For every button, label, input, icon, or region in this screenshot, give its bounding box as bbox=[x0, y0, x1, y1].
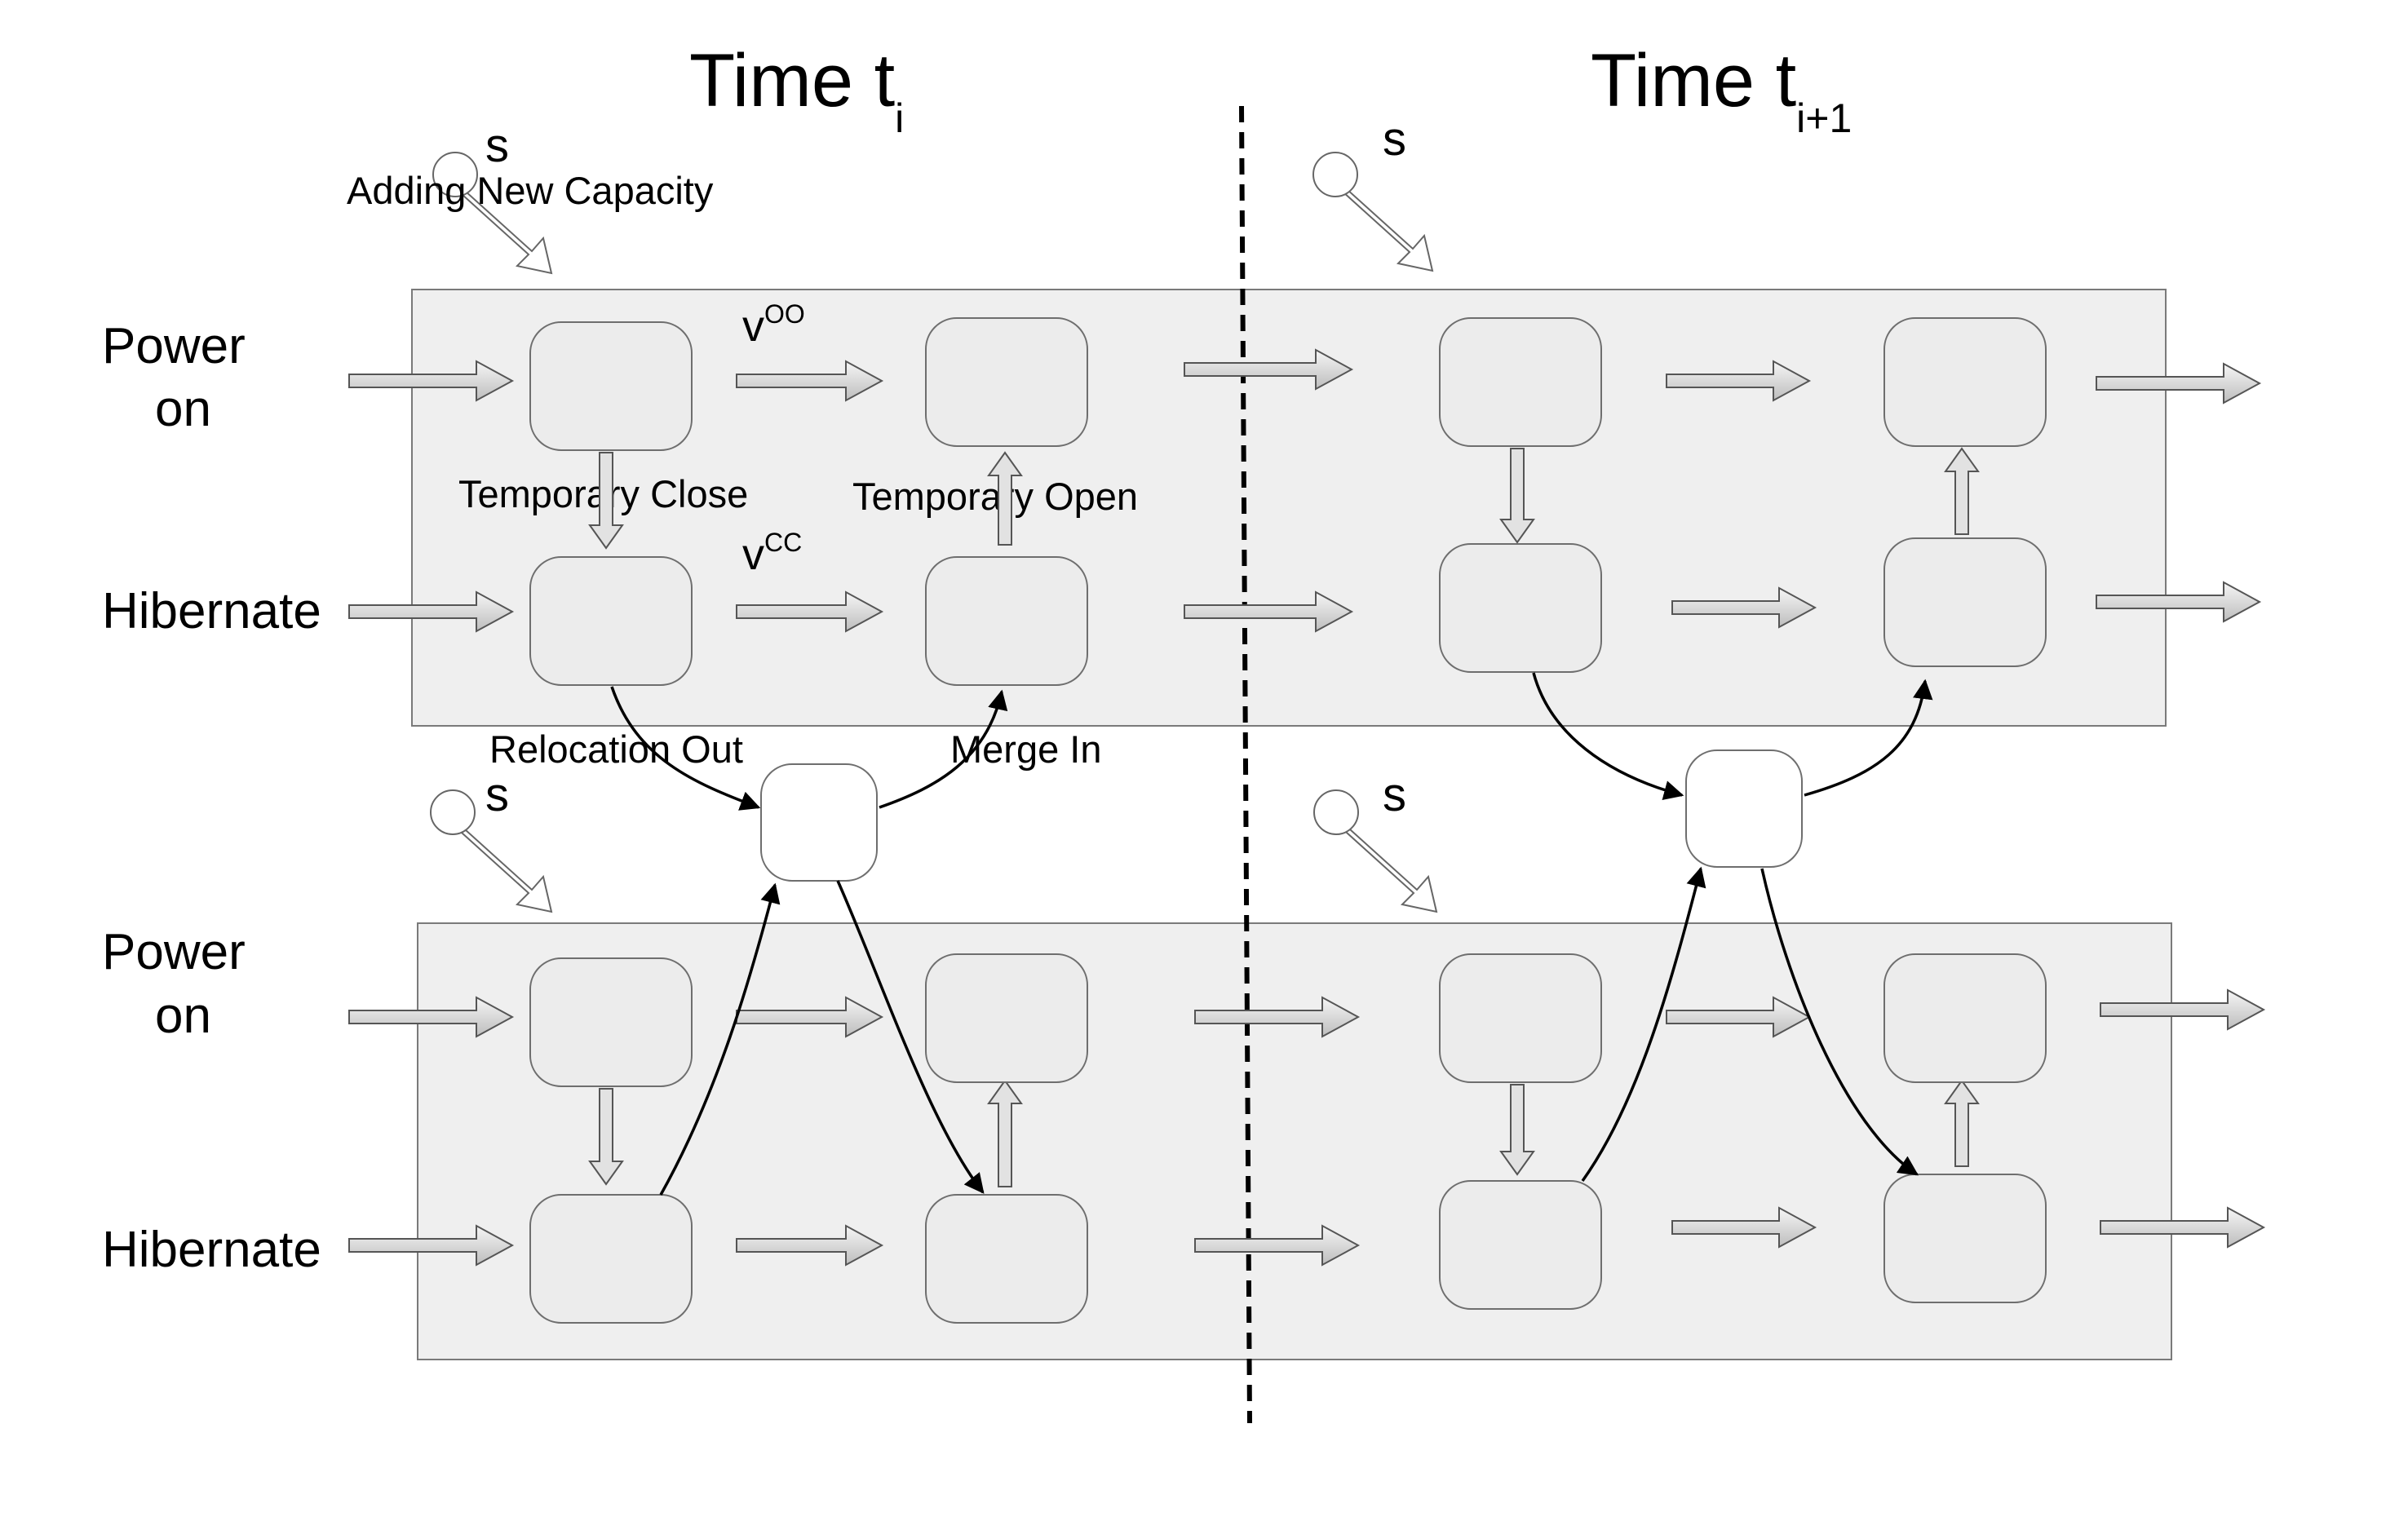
arrow-stay-hibernate bbox=[736, 1224, 884, 1267]
arrow-outflow bbox=[2100, 988, 2266, 1031]
row-label-hibernate: Hibernate bbox=[102, 1222, 321, 1278]
arrow-stay-power-on bbox=[736, 996, 884, 1038]
node-power-on bbox=[925, 953, 1088, 1083]
arrow-outflow bbox=[2100, 1206, 2266, 1249]
arrow-stay-power-on bbox=[1666, 360, 1812, 402]
svg-text:s: s bbox=[485, 768, 509, 821]
arrow-temporary-close bbox=[1499, 1084, 1535, 1176]
node-power-on bbox=[1883, 317, 2047, 447]
arrow-temporary-close bbox=[588, 452, 624, 550]
label-adding-new-capacity: Adding New Capacity bbox=[347, 169, 714, 212]
arrow-inflow bbox=[348, 996, 515, 1038]
merge-in-arrow bbox=[879, 689, 1008, 809]
transition-arrows bbox=[348, 348, 2266, 1267]
row-label-hibernate: Hibernate bbox=[102, 583, 321, 639]
node-power-on bbox=[529, 957, 693, 1087]
arrow-temporary-open bbox=[1944, 447, 1980, 535]
source-arrow-upper-left: s bbox=[432, 119, 553, 275]
relocation-hub-node bbox=[1685, 749, 1803, 868]
state-nodes bbox=[529, 317, 2047, 1324]
relocation-out-arrow bbox=[610, 686, 761, 811]
arrow-stay-hibernate bbox=[736, 590, 884, 633]
arrow-temporary-open bbox=[987, 1079, 1023, 1187]
arrow-outflow bbox=[2096, 581, 2262, 623]
label-v-cc: vCC bbox=[742, 528, 802, 579]
arrow-inflow bbox=[348, 590, 515, 633]
node-hibernate bbox=[1883, 537, 2047, 667]
node-hibernate bbox=[925, 556, 1088, 686]
arrow-temporary-open bbox=[1944, 1079, 1980, 1167]
svg-text:s: s bbox=[1383, 113, 1406, 166]
node-hibernate bbox=[925, 1194, 1088, 1324]
merge-in-arrow bbox=[1760, 868, 1919, 1176]
label-relocation-out: Relocation Out bbox=[489, 727, 743, 771]
node-hibernate bbox=[529, 1194, 693, 1324]
arrow-time-transition bbox=[1194, 996, 1361, 1038]
title-time-ti1: Time ti+1 bbox=[1591, 39, 1852, 141]
arrow-stay-power-on bbox=[736, 360, 884, 402]
relocation-out-arrow bbox=[659, 882, 781, 1196]
arrow-temporary-close bbox=[1499, 448, 1535, 544]
node-hibernate bbox=[529, 556, 693, 686]
arrow-temporary-close bbox=[588, 1088, 624, 1186]
arrow-inflow bbox=[348, 1224, 515, 1267]
relocation-out-arrow bbox=[1532, 672, 1684, 801]
source-arrow-lower-right: s bbox=[1313, 768, 1438, 913]
node-hibernate bbox=[1883, 1174, 2047, 1303]
node-power-on bbox=[925, 317, 1088, 447]
arrow-time-transition bbox=[1184, 348, 1354, 391]
node-power-on bbox=[1883, 953, 2047, 1083]
time-divider bbox=[1239, 105, 1252, 1424]
merge-in-arrow bbox=[1804, 679, 1933, 797]
source-arrow-lower-left: s bbox=[430, 768, 553, 913]
relocation-flows bbox=[610, 672, 1933, 1196]
node-hibernate bbox=[1439, 543, 1602, 673]
node-power-on bbox=[1439, 953, 1602, 1083]
arrow-temporary-open bbox=[987, 451, 1023, 546]
node-power-on bbox=[529, 321, 693, 451]
merge-in-arrow bbox=[836, 880, 985, 1194]
arrow-time-transition bbox=[1194, 1224, 1361, 1267]
label-temporary-open: Temporary Open bbox=[852, 475, 1138, 518]
arrow-time-transition bbox=[1184, 590, 1354, 633]
relocation-out-arrow bbox=[1581, 866, 1706, 1183]
node-power-on bbox=[1439, 317, 1602, 447]
arrow-outflow bbox=[2096, 362, 2262, 405]
arrow-stay-power-on bbox=[1666, 996, 1812, 1038]
node-hibernate bbox=[1439, 1180, 1602, 1310]
arrow-stay-hibernate bbox=[1671, 1206, 1817, 1249]
title-time-ti: Time ti bbox=[689, 39, 904, 141]
relocation-hub-node bbox=[760, 763, 878, 882]
arrow-inflow bbox=[348, 360, 515, 402]
label-v-oo: vOO bbox=[742, 299, 805, 351]
source-arrow-upper-right: s bbox=[1312, 113, 1434, 272]
arrow-stay-hibernate bbox=[1671, 586, 1817, 629]
svg-text:s: s bbox=[485, 119, 509, 172]
svg-text:s: s bbox=[1383, 768, 1406, 821]
